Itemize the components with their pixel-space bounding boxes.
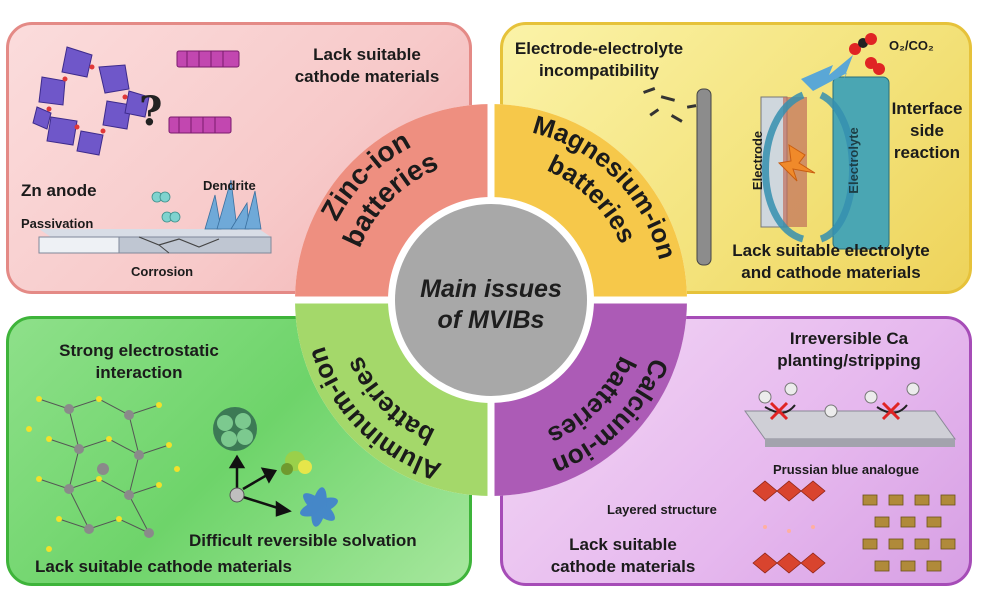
electrostatic-line1: Strong electrostatic bbox=[59, 341, 219, 360]
ca-ion-icon bbox=[758, 382, 920, 418]
gas-molecule-icon bbox=[849, 33, 885, 75]
solvated-cluster-icon bbox=[213, 407, 312, 475]
dendrite-label: Dendrite bbox=[203, 178, 256, 193]
solvation-arrow-icon bbox=[228, 454, 292, 517]
ca-plate-icon bbox=[744, 410, 956, 447]
irreversible-line1: Irreversible Ca bbox=[789, 329, 909, 348]
al-ion-icon bbox=[229, 487, 245, 503]
electrode-plate-icon bbox=[696, 88, 712, 266]
center-title: Main issues of MVIBs bbox=[391, 274, 591, 337]
zinc-cathode-issue-line1: Lack suitable bbox=[313, 45, 421, 64]
magnesium-panel-illustrations bbox=[643, 33, 890, 266]
cycle-arrow-icon bbox=[762, 91, 856, 243]
dendrite-icon bbox=[204, 179, 262, 230]
zinc-ion-icon bbox=[151, 191, 181, 223]
ca-lack-line1: Lack suitable bbox=[569, 535, 677, 554]
mg-lack-line1: Lack suitable electrolyte bbox=[732, 241, 930, 260]
passivation-label: Passivation bbox=[21, 216, 94, 231]
layered-structure-icon bbox=[752, 480, 826, 574]
blue-cluster-icon bbox=[300, 487, 338, 527]
zinc-panel-illustrations bbox=[32, 46, 272, 254]
ca-lack-line2: cathode materials bbox=[550, 557, 696, 576]
lightning-arrow-icon bbox=[801, 55, 853, 91]
irreversible-line2: planting/stripping bbox=[777, 351, 921, 370]
prussian-framework-icon bbox=[862, 494, 956, 572]
al-lack-label: Lack suitable cathode materials bbox=[35, 557, 292, 576]
aluminum-panel-illustrations bbox=[26, 396, 338, 552]
incompatibility-line2: incompatibility bbox=[539, 61, 659, 80]
calcium-panel-illustrations bbox=[744, 382, 956, 574]
cross-icon bbox=[769, 401, 901, 421]
debris-icon bbox=[643, 87, 697, 123]
zn-anode-label: Zn anode bbox=[21, 181, 97, 200]
center-title-line2: of MVIBs bbox=[437, 306, 545, 335]
center-circle bbox=[395, 204, 587, 396]
corrosion-label: Corrosion bbox=[131, 264, 194, 279]
gas-label: O₂/CO₂ bbox=[889, 38, 934, 53]
interface-line1: Interface bbox=[891, 99, 963, 118]
question-mark: ? bbox=[139, 88, 163, 135]
mg-lack-line2: and cathode materials bbox=[741, 263, 921, 282]
zn-anode-icon bbox=[38, 229, 272, 254]
electrostatic-line2: interaction bbox=[95, 363, 183, 382]
reaction-flash-icon bbox=[777, 144, 816, 182]
zinc-cathode-issue-line2: cathode materials bbox=[294, 67, 440, 86]
layered-label: Layered structure bbox=[607, 502, 717, 517]
lattice-atom-icon bbox=[26, 396, 180, 552]
interface-line2: side bbox=[909, 121, 945, 140]
incompatibility-line1: Electrode-electrolyte bbox=[514, 39, 684, 58]
prussian-label: Prussian blue analogue bbox=[773, 462, 919, 477]
layered-cathode-icon bbox=[168, 50, 240, 134]
solvation-label: Difficult reversible solvation bbox=[189, 531, 417, 550]
interface-line3: reaction bbox=[893, 143, 961, 162]
framework-structure-icon bbox=[32, 46, 150, 156]
center-title-line1: Main issues bbox=[420, 275, 562, 303]
